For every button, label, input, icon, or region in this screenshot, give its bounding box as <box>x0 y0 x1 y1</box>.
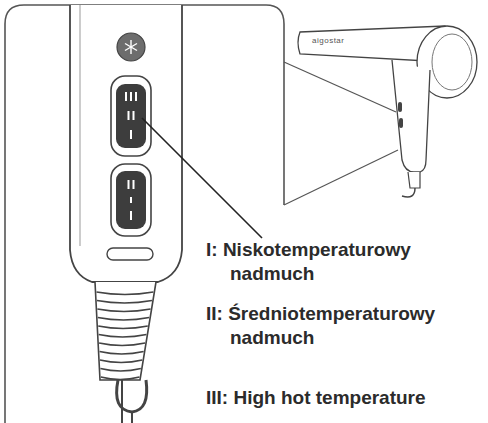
heat-switch-frame <box>111 76 151 156</box>
heat-switch <box>116 84 146 148</box>
handle-body <box>70 5 182 282</box>
setting-label: III: High hot temperature <box>206 386 486 410</box>
dryer-intake <box>432 34 472 90</box>
dryer-handle <box>392 60 430 172</box>
strain-relief <box>95 282 156 380</box>
heat-switch-marks <box>126 92 136 139</box>
dryer-strain-relief <box>408 172 420 188</box>
handle-edge <box>80 5 81 246</box>
speed-switch-frame <box>111 164 151 236</box>
snowflake-icon <box>125 40 137 54</box>
dryer-switch <box>399 118 403 128</box>
brand-text: aigostar <box>312 36 344 46</box>
strain-relief-ribs <box>97 292 154 380</box>
projection-line <box>284 150 398 205</box>
speed-switch <box>116 171 146 229</box>
dryer-cord <box>402 188 415 197</box>
cool-button <box>117 33 145 61</box>
zoom-frame <box>5 5 284 423</box>
leader-line <box>142 118 262 238</box>
power-cord <box>122 380 132 423</box>
dryer-switch <box>398 102 402 112</box>
hang-slot <box>107 248 153 260</box>
speed-switch-marks <box>129 180 134 220</box>
setting-label: I: Niskotemperaturowy nadmuch <box>206 238 484 286</box>
setting-label: II: Średniotemperaturowy nadmuch <box>206 302 484 350</box>
projection-line <box>284 62 396 112</box>
